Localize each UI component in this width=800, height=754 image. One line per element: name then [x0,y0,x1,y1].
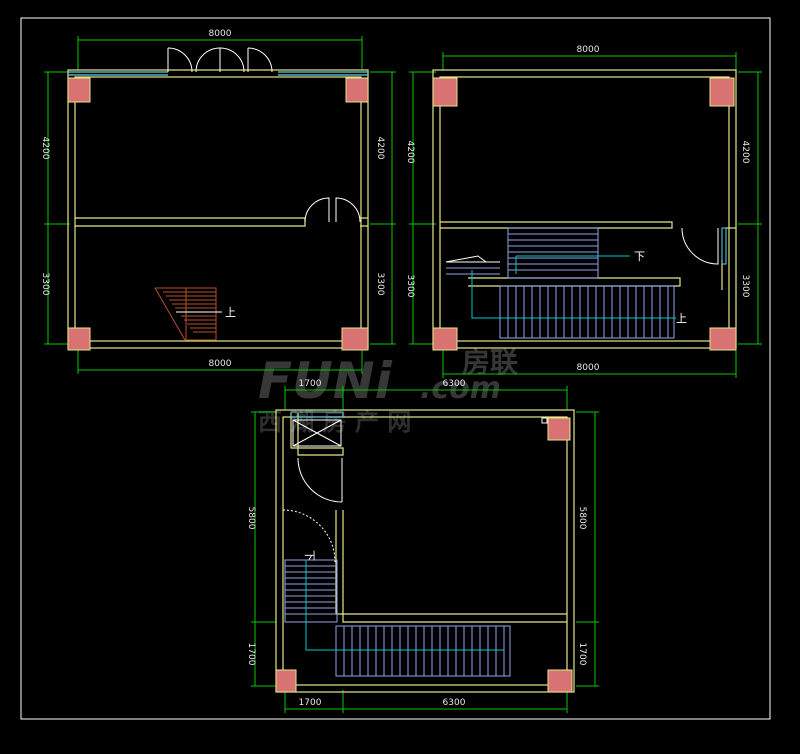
column [67,327,91,351]
column [709,77,735,107]
plan-top-left-windows [68,71,368,76]
dim-left-upper: 5800 [246,507,256,530]
column [547,417,571,441]
dim-left-upper: 4200 [405,141,415,164]
column [432,77,458,107]
dim-bottom: 8000 [577,363,600,373]
dim-bottom: 8000 [209,359,232,369]
dim-bottom-left: 1700 [299,698,322,708]
dim-top-right: 6300 [443,379,466,389]
dim-left-lower: 3300 [405,275,415,298]
column [67,77,91,103]
dim-right-lower: 3300 [740,275,750,298]
stair-label-down: 下 [303,550,316,561]
plan-bottom-window [290,411,344,418]
dim-top-left: 1700 [299,379,322,389]
plan-top-left-columns [67,77,369,351]
watermark-latin: FUNi [258,352,393,410]
plan-bottom: 1700 6300 1700 6300 5800 1700 5800 1700 … [246,379,599,713]
dim-left-lower: 1700 [246,643,256,666]
column [547,669,573,693]
plan-bottom-stair-arrow [305,560,504,651]
stair-label-up: 上 [676,312,687,325]
plan-top-left-stair [154,287,217,341]
column [275,669,297,693]
plan-top-right-doors [445,227,727,265]
dim-right-lower: 1700 [577,643,587,666]
dim-bottom-right: 6300 [443,698,466,708]
plan-top-right-stairs [446,227,675,339]
watermark-dot-com: .com [420,371,501,406]
plan-top-right: 8000 8000 4200 3300 4200 3300 下 上 [405,45,762,378]
plan-bottom-stairs [284,559,511,677]
plan-bottom-dimensions [251,386,599,713]
column [709,327,737,351]
plan-top-right-dimensions [409,52,762,378]
stair-label-down: 下 [634,250,645,263]
column [341,327,369,351]
plan-bottom-walls [275,409,575,693]
plan-top-left-doors [167,47,361,223]
plan-bottom-small-column [541,417,548,424]
dim-top: 8000 [577,45,600,55]
drawing-frame [20,17,771,720]
plan-top-left-dimensions [44,36,396,374]
plan-top-right-columns [432,77,737,351]
dim-top: 8000 [209,29,232,39]
dim-right-upper: 4200 [375,137,385,160]
dim-left-lower: 3300 [40,273,50,296]
column [432,327,458,351]
plan-top-right-stair-arrows [471,255,676,319]
column [345,77,369,103]
plan-bottom-columns [275,417,573,693]
plan-top-left: 8000 8000 4200 3300 4200 3300 上 [40,29,396,374]
dim-right-upper: 4200 [740,141,750,164]
dim-right-upper: 5800 [577,507,587,530]
plan-bottom-doors [282,457,343,563]
dim-right-lower: 3300 [375,273,385,296]
stair-label-up: 上 [225,306,236,319]
dim-left-upper: 4200 [40,137,50,160]
plan-bottom-fixture [292,419,342,447]
